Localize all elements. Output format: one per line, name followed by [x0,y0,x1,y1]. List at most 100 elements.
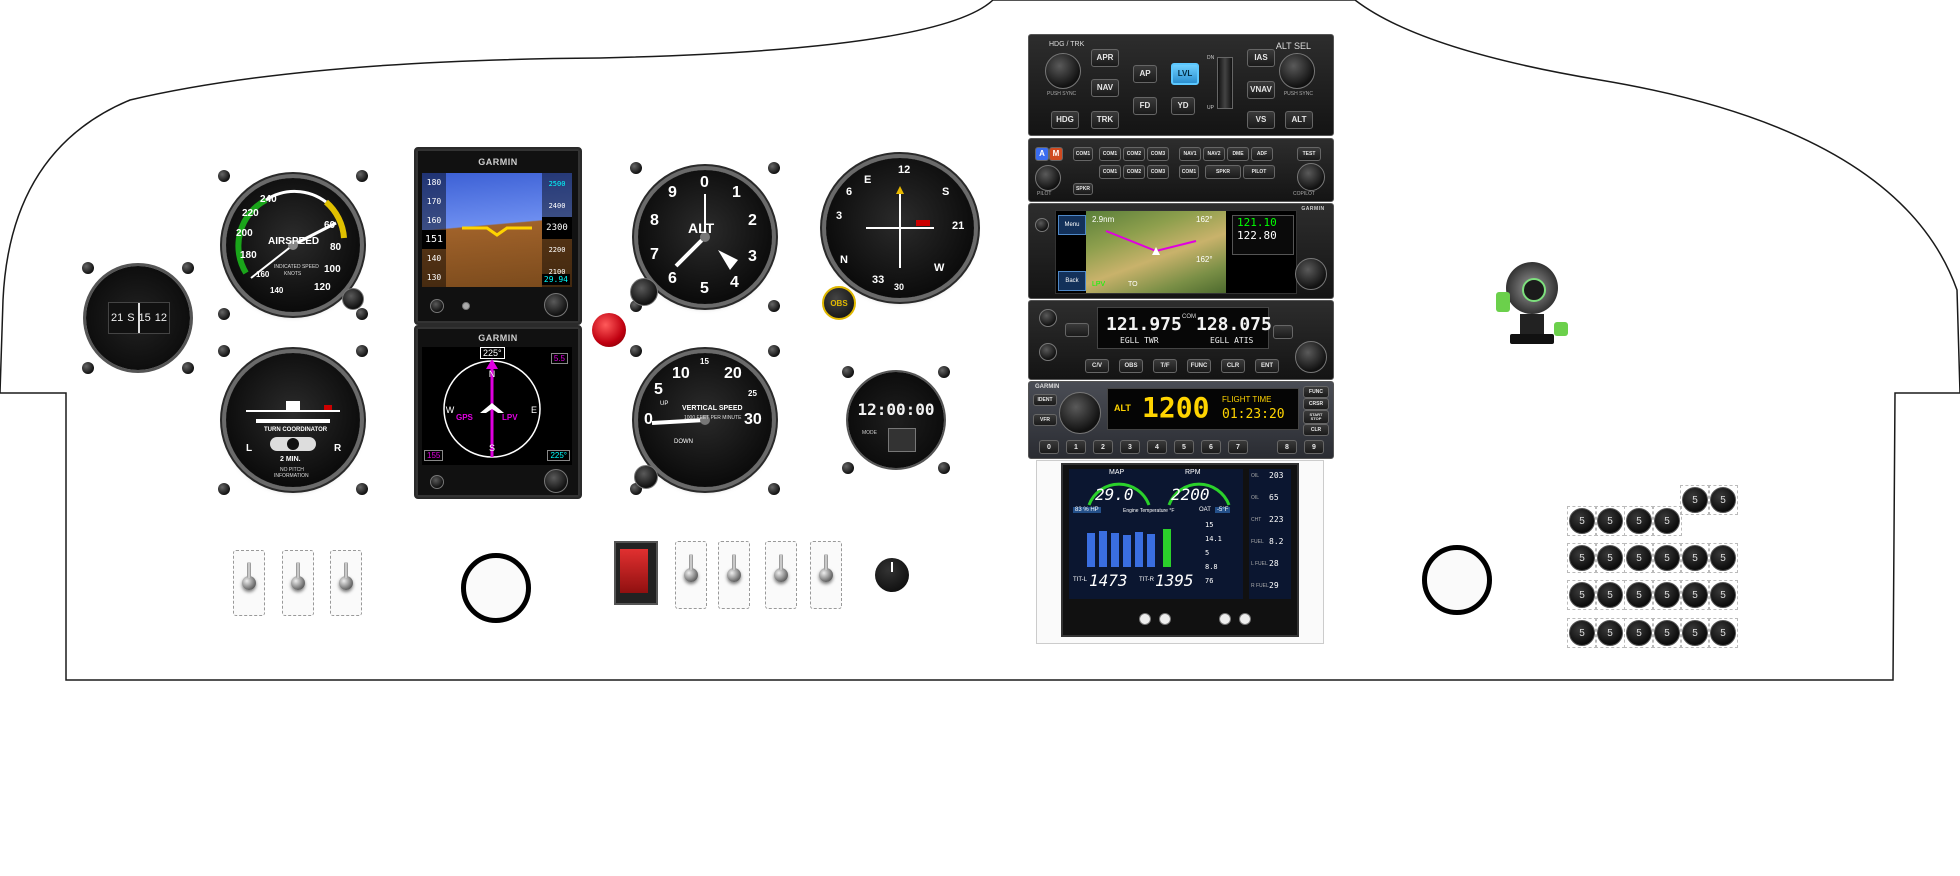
pitch-wheel[interactable] [1217,57,1233,109]
circuit-breaker[interactable]: 5 [1569,620,1595,646]
toggle-switch[interactable] [727,554,741,582]
nav-volume-knob[interactable] [1039,343,1057,361]
vsi-knob[interactable] [634,465,658,489]
audio-button[interactable]: COM2 [1123,165,1145,179]
alt-button[interactable]: ALT [1285,111,1313,129]
alt-knob[interactable] [1279,53,1315,89]
master-switch[interactable] [614,541,658,605]
gtn-concentric-knob[interactable] [1295,258,1327,290]
dimmer-knob[interactable] [875,558,909,592]
circuit-breaker[interactable]: 5 [1569,582,1595,608]
toggle-switch[interactable] [774,554,788,582]
nav-button[interactable]: NAV [1091,79,1119,97]
air-vent-right[interactable] [1422,545,1492,615]
audio-m-button[interactable]: M [1049,147,1063,161]
lvl-button[interactable]: LVL [1171,63,1199,85]
gtn-back-button[interactable]: Back [1058,271,1086,291]
circuit-breaker[interactable]: 5 [1682,487,1708,513]
circuit-breaker[interactable]: 5 [1597,545,1623,571]
audio-button[interactable]: COM1 [1099,147,1121,161]
xpdr-digit[interactable]: 7 [1228,440,1248,454]
audio-button[interactable]: NAV2 [1203,147,1225,161]
circuit-breaker[interactable]: 5 [1654,620,1680,646]
monitor-button[interactable] [1159,613,1171,625]
obs-softkey[interactable]: OBS [1119,359,1143,373]
com-volume-knob[interactable] [1039,309,1057,327]
func-softkey[interactable]: FUNC [1187,359,1211,373]
circuit-breaker[interactable]: 5 [1626,545,1652,571]
circuit-breaker[interactable]: 5 [1626,620,1652,646]
apr-button[interactable]: APR [1091,49,1119,67]
xpdr-digit[interactable]: 0 [1039,440,1059,454]
altimeter-knob[interactable] [630,278,658,306]
copilot-volume-knob[interactable] [1297,163,1325,191]
circuit-breaker[interactable]: 5 [1682,620,1708,646]
yd-button[interactable]: YD [1171,97,1195,115]
xpdr-digit[interactable]: 4 [1147,440,1167,454]
trk-button[interactable]: TRK [1091,111,1119,129]
circuit-breaker[interactable]: 5 [1626,508,1652,534]
toggle-switch[interactable] [339,562,353,590]
circuit-breaker[interactable]: 5 [1654,582,1680,608]
hsi-knob[interactable] [544,469,568,493]
circuit-breaker[interactable]: 5 [1597,620,1623,646]
hdg-knob[interactable] [1045,53,1081,89]
audio-button[interactable]: COM1 [1099,165,1121,179]
audio-a-button[interactable]: A [1035,147,1049,161]
ap-button[interactable]: AP [1133,65,1157,83]
toggle-switch[interactable] [242,562,256,590]
xpdr-digit[interactable]: 5 [1174,440,1194,454]
monitor-button[interactable] [1139,613,1151,625]
audio-button[interactable]: COM3 [1147,147,1169,161]
audio-test-button[interactable]: TEST [1297,147,1321,161]
vfr-button[interactable]: VFR [1033,414,1057,426]
audio-button[interactable]: SPKR [1073,183,1093,195]
circuit-breaker[interactable]: 5 [1710,487,1736,513]
circuit-breaker[interactable]: 5 [1626,582,1652,608]
circuit-breaker[interactable]: 5 [1569,508,1595,534]
crsr-button[interactable]: CRSR [1303,398,1329,410]
pfd-power-button[interactable] [430,299,444,313]
vnav-button[interactable]: VNAV [1247,81,1275,99]
hdg-button[interactable]: HDG [1051,111,1079,129]
circuit-breaker[interactable]: 5 [1682,545,1708,571]
airspeed-knob[interactable] [342,288,364,310]
xpdr-digit[interactable]: 9 [1304,440,1324,454]
circuit-breaker[interactable]: 5 [1654,545,1680,571]
tf-softkey[interactable]: T/F [1153,359,1177,373]
toggle-switch[interactable] [819,554,833,582]
audio-button[interactable]: NAV1 [1179,147,1201,161]
ias-button[interactable]: IAS [1247,49,1275,67]
clr-softkey[interactable]: CLR [1221,359,1245,373]
clr-button[interactable]: CLR [1303,424,1329,436]
xpdr-digit[interactable]: 1 [1066,440,1086,454]
pfd-knob[interactable] [544,293,568,317]
audio-button[interactable]: COM1 [1073,147,1093,161]
circuit-breaker[interactable]: 5 [1710,545,1736,571]
ent-softkey[interactable]: ENT [1255,359,1279,373]
toggle-switch[interactable] [684,554,698,582]
audio-button[interactable]: COM3 [1147,165,1169,179]
hsi-power-button[interactable] [430,475,444,489]
gtn-com-box[interactable]: 121.10 122.80 [1232,215,1294,255]
circuit-breaker[interactable]: 5 [1654,508,1680,534]
circuit-breaker[interactable]: 5 [1597,582,1623,608]
red-knob[interactable] [592,313,626,347]
circuit-breaker[interactable]: 5 [1569,545,1595,571]
start-stop-button[interactable]: START STOP [1303,410,1329,424]
audio-button[interactable]: SPKR [1205,165,1241,179]
vs-button[interactable]: VS [1247,111,1275,129]
ident-button[interactable]: IDENT [1033,394,1057,406]
pilot-volume-knob[interactable] [1035,165,1061,191]
xpdr-digit[interactable]: 2 [1093,440,1113,454]
circuit-breaker[interactable]: 5 [1682,582,1708,608]
nav-com-tune-knob[interactable] [1295,341,1327,373]
air-vent-left[interactable] [461,553,531,623]
obs-knob[interactable]: OBS [822,286,856,320]
func-button[interactable]: FUNC [1303,386,1329,398]
audio-button[interactable]: COM1 [1179,165,1199,179]
circuit-breaker[interactable]: 5 [1710,620,1736,646]
fd-button[interactable]: FD [1133,97,1157,115]
circuit-breaker[interactable]: 5 [1597,508,1623,534]
transponder-mode-knob[interactable] [1059,392,1101,434]
